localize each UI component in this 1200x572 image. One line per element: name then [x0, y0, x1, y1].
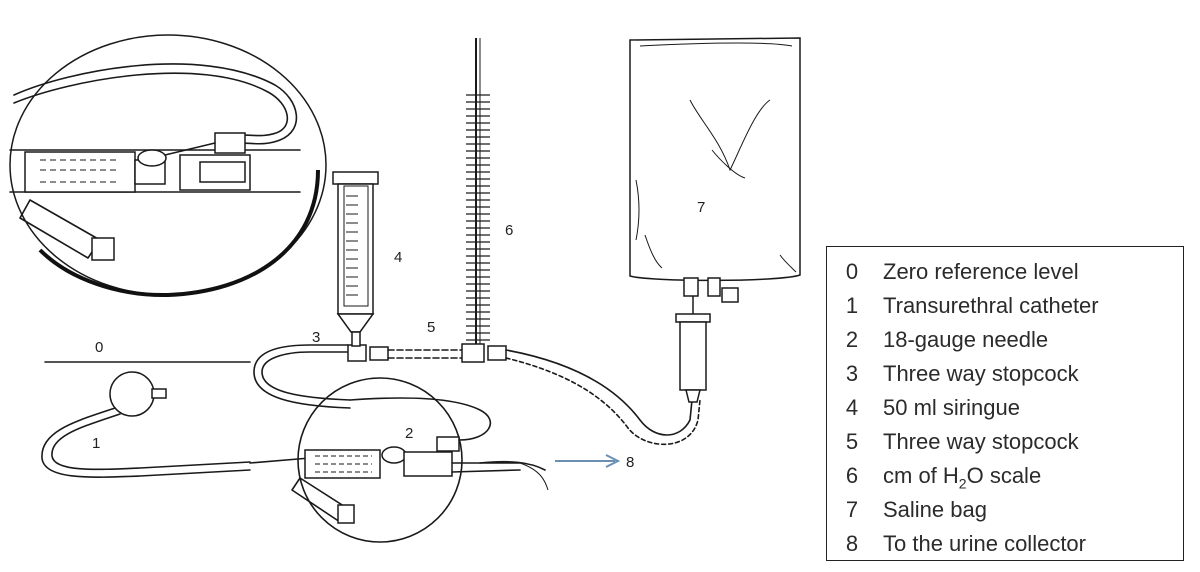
- stopcock-line: 3 5: [312, 319, 507, 363]
- label-stopcock-b: 5: [427, 319, 435, 336]
- label-scale: 6: [505, 222, 513, 239]
- label-syringe: 4: [394, 249, 402, 266]
- collector-arrow: 8: [519, 454, 634, 491]
- tubing-loop: [253, 344, 351, 409]
- water-scale: 6: [466, 38, 513, 344]
- catheter-balloon: [109, 371, 155, 417]
- legend-text: Three way stopcock: [883, 361, 1079, 386]
- legend-number: 2: [845, 327, 859, 352]
- label-bag: 7: [697, 199, 705, 216]
- legend-number: 3: [845, 361, 859, 386]
- label-stopcock-a: 3: [312, 329, 320, 346]
- legend-item: 3 Three way stopcock: [827, 361, 1183, 395]
- legend-item: 8 To the urine collector: [827, 531, 1183, 565]
- legend-item: 6 cm of H2O scale: [827, 463, 1183, 497]
- magnified-inset: [9, 34, 327, 298]
- legend-text-after: O scale: [966, 463, 1042, 488]
- legend-text: 18-gauge needle: [883, 327, 1049, 352]
- legend-text: cm of H2O scale: [871, 463, 1041, 491]
- legend-number: 4: [845, 395, 859, 420]
- legend-number: 1: [845, 293, 859, 318]
- saline-bag: 7: [629, 37, 801, 403]
- label-zero: 0: [95, 339, 103, 356]
- syringe: 4: [332, 171, 402, 347]
- legend-text: Saline bag: [883, 497, 987, 522]
- legend-item: 7 Saline bag: [827, 497, 1183, 531]
- legend-text-sub: 2: [958, 475, 967, 492]
- saline-tube: [505, 349, 701, 446]
- stopcock-3: [347, 344, 367, 362]
- needle-inset: 2: [249, 377, 546, 543]
- legend-item: 0 Zero reference level: [827, 259, 1183, 293]
- legend-item: 1 Transurethral catheter: [827, 293, 1183, 327]
- zero-reference-line: 0: [44, 339, 251, 363]
- legend-item: 2 18-gauge needle: [827, 327, 1183, 361]
- legend-text-before: cm of H: [883, 463, 959, 488]
- legend-text: To the urine collector: [883, 531, 1086, 556]
- label-catheter: 1: [92, 435, 100, 452]
- label-collector: 8: [626, 454, 634, 471]
- legend-number: 5: [845, 429, 859, 454]
- label-needle: 2: [405, 425, 413, 442]
- legend-number: 7: [845, 497, 859, 522]
- legend-text: Zero reference level: [883, 259, 1079, 284]
- stopcock-5: [461, 343, 485, 363]
- legend-text: 50 ml siringue: [883, 395, 1020, 420]
- legend-text: Transurethral catheter: [883, 293, 1099, 318]
- legend-number: 6: [845, 463, 859, 488]
- legend-number: 8: [845, 531, 859, 556]
- legend-number: 0: [845, 259, 859, 284]
- transurethral-catheter: 1: [41, 371, 251, 478]
- legend-item: 5 Three way stopcock: [827, 429, 1183, 463]
- legend-box: 0 Zero reference level 1 Transurethral c…: [826, 246, 1184, 561]
- legend-item: 4 50 ml siringue: [827, 395, 1183, 429]
- legend-text: Three way stopcock: [883, 429, 1079, 454]
